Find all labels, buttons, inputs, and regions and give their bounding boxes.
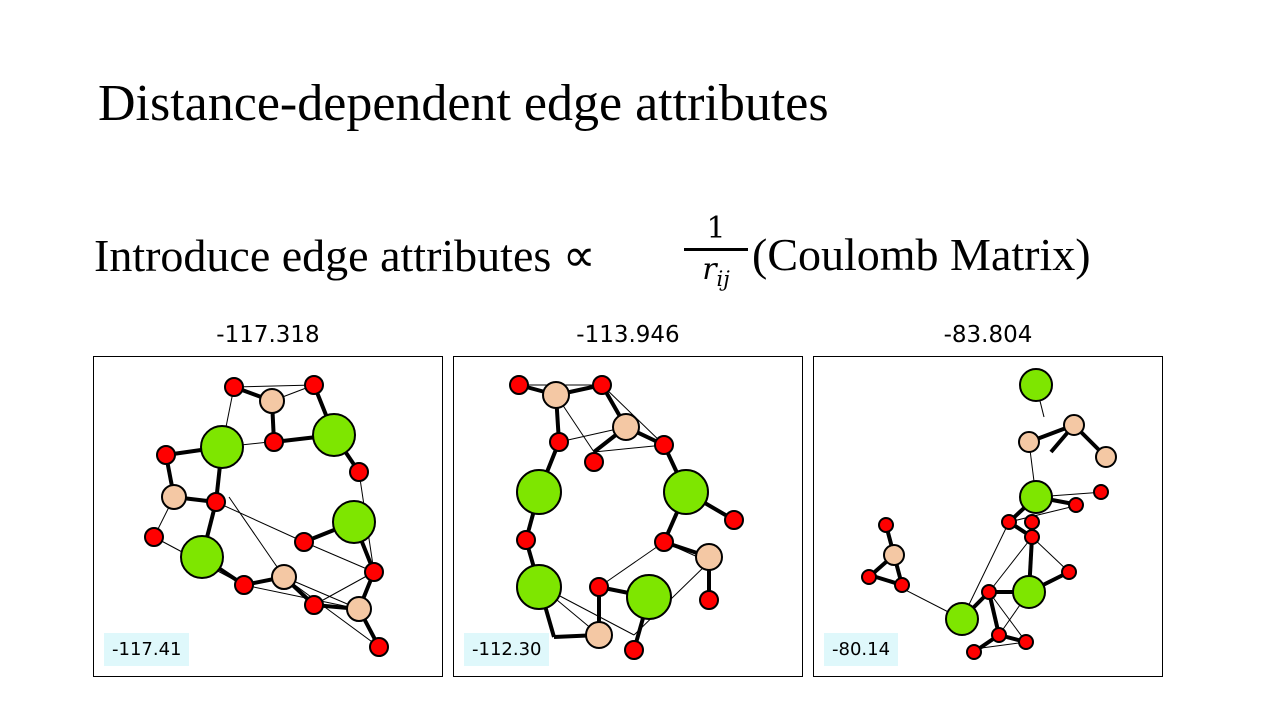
panel-1-title: -117.318 [216,322,320,348]
panel-1-graph: -117.41 [93,356,443,677]
molecule-graph-1 [144,375,389,657]
subtitle-suffix: (Coulomb Matrix) [752,229,1091,280]
subtitle-prefix: Introduce edge attributes ∝ [94,230,596,281]
subtitle: Introduce edge attributes ∝ 1 rij (Coulo… [94,212,1091,292]
panel-2-title: -113.946 [576,322,680,348]
molecule-graph-3 [861,368,1117,660]
fraction: 1 rij [684,212,748,296]
molecule-graph-2 [509,375,744,660]
panel-3-graph: -80.14 [813,356,1163,677]
panel-2-graph: -112.30 [453,356,803,677]
prediction-label-3: -80.14 [824,633,899,666]
prediction-label-2: -112.30 [464,633,550,666]
slide-title: Distance-dependent edge attributes [98,75,829,132]
prediction-label-1: -117.41 [104,633,190,666]
panel-3-title: -83.804 [943,322,1033,348]
fraction-bar [684,248,748,251]
fraction-denominator: rij [702,252,730,292]
fraction-numerator: 1 [706,211,726,246]
